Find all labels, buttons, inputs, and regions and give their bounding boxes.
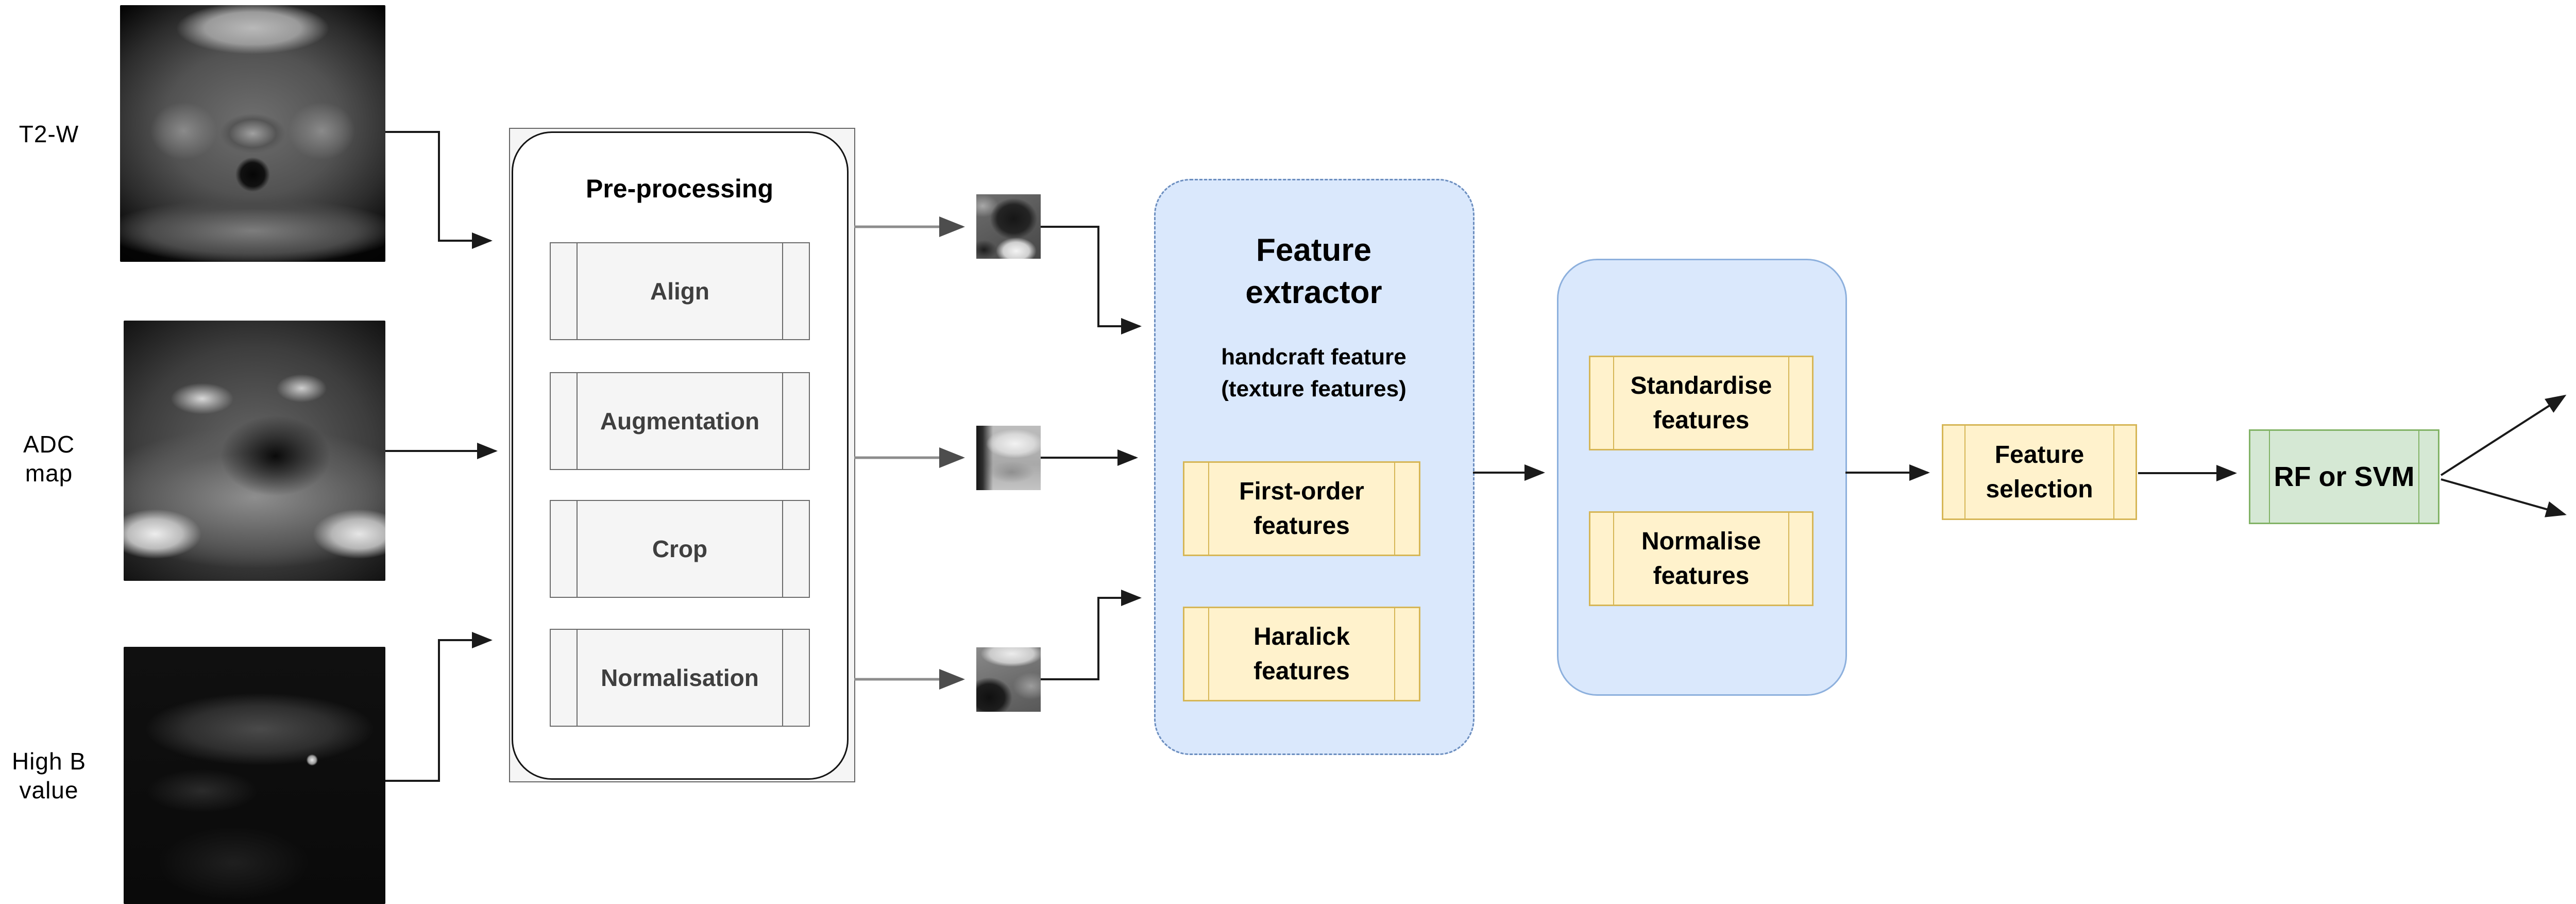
side-line-right <box>1788 513 1789 605</box>
step-label: Align <box>650 278 709 305</box>
box-label: RF or SVM <box>2274 461 2415 492</box>
haralick-features-box: Haralick features <box>1183 607 1420 701</box>
side-line-right <box>1394 608 1395 700</box>
side-line-left <box>1964 426 1965 518</box>
step-label: Augmentation <box>600 408 760 434</box>
side-line-left <box>1613 357 1614 449</box>
side-line-left <box>577 501 578 597</box>
side-line-right <box>2113 426 2114 518</box>
normalise-features-box: Normalise features <box>1589 511 1814 606</box>
feature-extractor-title: Feature extractor <box>1245 232 1382 311</box>
high-b-value-mri-image <box>124 647 385 904</box>
adc-map-mri-image <box>124 321 385 581</box>
adc-patch-image <box>976 426 1041 490</box>
side-line-left <box>1208 608 1209 700</box>
arrow-highb-to-preprocessing <box>385 632 493 782</box>
arrow-classifier-to-suspicious <box>2441 478 2567 517</box>
input-label-t2w: T2-W <box>19 120 79 147</box>
side-line-right <box>782 243 783 339</box>
side-line-left <box>577 630 578 726</box>
first-order-features-box: First-order features <box>1183 461 1420 556</box>
arrow-classifier-to-normal <box>2440 394 2567 476</box>
t2w-patch-image <box>976 194 1041 259</box>
box-label: Normalise features <box>1641 527 1761 590</box>
box-label: Haralick features <box>1253 623 1350 685</box>
preprocessing-step-align: Align <box>550 242 810 340</box>
side-line-left <box>577 373 578 469</box>
box-label: First-order features <box>1239 477 1364 540</box>
preprocessing-step-augmentation: Augmentation <box>550 372 810 470</box>
feature-selection-box: Feature selection <box>1942 424 2137 520</box>
step-label: Normalisation <box>601 664 759 691</box>
high-b-patch-image <box>976 647 1041 712</box>
side-line-right <box>782 373 783 469</box>
box-label: Feature selection <box>1986 441 2093 503</box>
arrow-t2w-to-preprocessing <box>385 131 493 249</box>
feature-scaling-container <box>1557 259 1847 696</box>
side-line-left <box>1613 513 1614 605</box>
arrow-highb-patch-to-feature-extractor <box>1041 590 1142 680</box>
box-label: Standardise features <box>1630 372 1772 434</box>
side-line-right <box>1788 357 1789 449</box>
step-label: Crop <box>652 535 708 562</box>
side-line-right <box>782 630 783 726</box>
input-label-adc-map: ADC map <box>23 430 75 487</box>
side-line-right <box>1394 463 1395 555</box>
t2w-mri-image <box>120 5 385 262</box>
input-label-high-b-value: High B value <box>11 747 87 803</box>
preprocessing-step-crop: Crop <box>550 500 810 598</box>
arrow-t2w-patch-to-feature-extractor <box>1041 226 1142 334</box>
side-line-right <box>2418 431 2419 523</box>
side-line-left <box>577 243 578 339</box>
side-line-left <box>2269 431 2270 523</box>
preprocessing-step-normalisation: Normalisation <box>550 629 810 727</box>
feature-extractor-subtitle: handcraft feature (texture features) <box>1221 344 1406 402</box>
side-line-left <box>1208 463 1209 555</box>
classifier-rf-svm-box: RF or SVM <box>2249 429 2439 524</box>
standardise-features-box: Standardise features <box>1589 356 1814 450</box>
preprocessing-title: Pre-processing <box>585 174 773 203</box>
side-line-right <box>782 501 783 597</box>
